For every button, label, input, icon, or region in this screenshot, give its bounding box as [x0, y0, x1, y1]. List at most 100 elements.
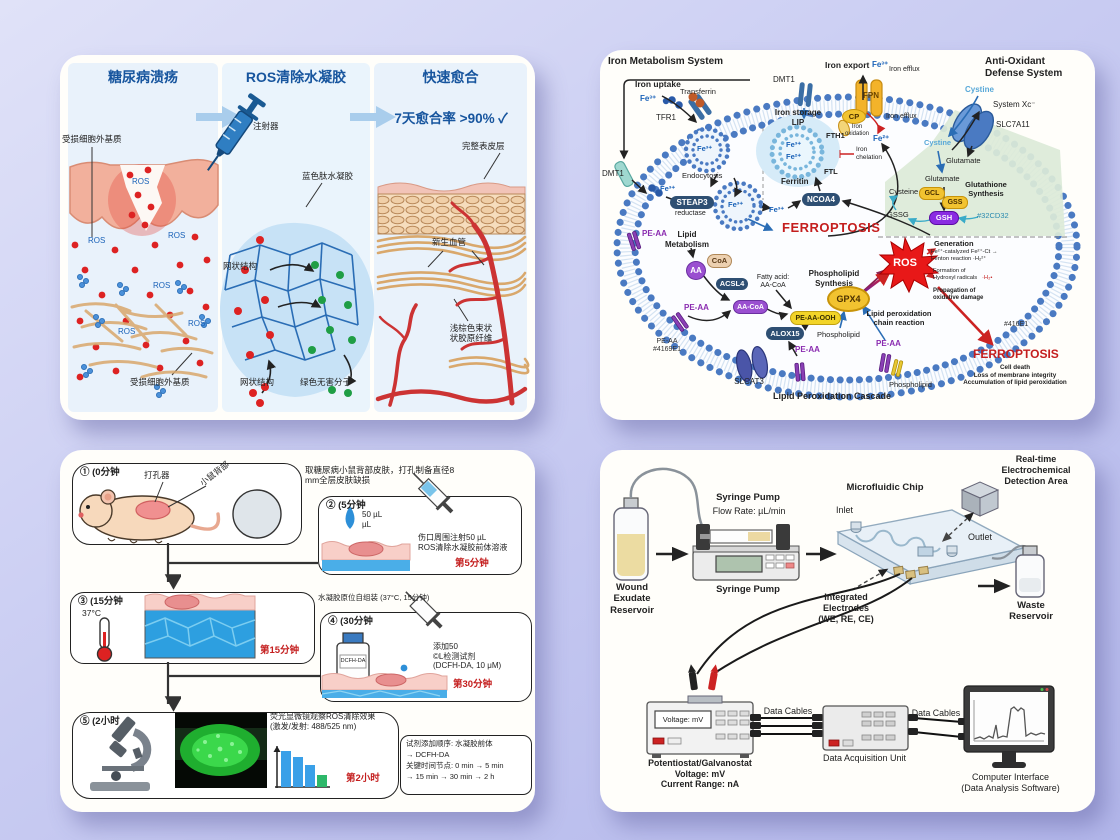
fe3-ferritin-label: Fe³⁺: [786, 140, 802, 149]
pe-aa-ooh-pill: PE-AA-OOH: [790, 311, 841, 325]
ftl-label: FTL: [824, 167, 838, 176]
hydrogel-label: 蓝色肽水凝胶: [302, 171, 354, 181]
step2-volume: 50 µL µL: [362, 510, 383, 529]
ferroptosis-art: [613, 74, 1081, 401]
mouse-icon: [78, 489, 221, 544]
step3-time: 第15分钟: [260, 645, 300, 656]
slcat3-channel-icon: [735, 346, 769, 382]
wound-reservoir-icon: [613, 497, 649, 581]
damaged-ecm-label-bottom: 受损细胞外基质: [130, 377, 190, 387]
cascade-label: Lipid Peroxidation Cascade: [772, 391, 892, 401]
fe3-endosome-label: Fe³⁺: [697, 144, 713, 153]
generation-label: Generation: [934, 239, 974, 248]
antioxidant-title: Anti-Oxidant Defense System: [985, 56, 1063, 79]
droplet-icon: [345, 506, 355, 529]
panel-experiment-timeline: ① (0分钟 打孔器 小鼠背部 取糖尿病小鼠背部皮肤，打孔制备直径8 mm全层皮…: [60, 450, 535, 812]
lipid-metabolism-label: Lipid Metabolism: [664, 230, 709, 249]
gssg-label: GSSG: [887, 210, 909, 219]
iron-storage-label: Iron storage LIP: [774, 108, 822, 127]
cystine-out-label: Cystine: [965, 85, 994, 94]
step1-title: ① (0分钟: [80, 467, 120, 478]
ncoa4-pill: NCOA4: [802, 193, 840, 206]
ros-label: ROS: [88, 236, 106, 245]
microfluidic-chip-label: Microfluidic Chip: [846, 482, 924, 493]
fth1-label: FTH1: [826, 131, 845, 140]
ros-label: ROS: [168, 231, 186, 240]
glutamate-label-2: Glutamate: [925, 174, 960, 183]
hydroxyl-label: Formation of Hydroxyl radicals: [933, 268, 978, 281]
collagen-label: 浅棕色束状 状胶原纤维: [449, 323, 493, 344]
step2-time: 第5分钟: [455, 558, 489, 569]
panel-a-header-3: 快速愈合: [422, 69, 479, 85]
fe3-export-label: Fe³⁺: [872, 60, 889, 69]
tubing: [629, 467, 710, 537]
fe3-label: Fe³⁺: [640, 94, 657, 103]
flow-arrow-icon: [196, 106, 396, 128]
fatty-acid-label: Fatty acid: AA-CoA: [756, 274, 790, 290]
slcat3-label: SLCAT3: [734, 377, 764, 386]
aa-coa-pill: AA-CoA: [733, 300, 768, 314]
gcl-pill: GCL: [919, 187, 945, 200]
phospholipid-label-1: Phospholipid: [817, 330, 860, 339]
iron-export-label: Iron export: [825, 60, 870, 70]
step4-title: ④ (30分钟: [328, 616, 373, 627]
ferroptosis-outcome-label: Cell death Loss of membrane integrity Ac…: [963, 364, 1067, 387]
step4-syringe-icon: [405, 591, 443, 629]
step3-temp: 37°C: [82, 608, 101, 618]
slc7a11-label: SLC7A11: [996, 120, 1030, 129]
voltage-display-label: Voltage: mV: [662, 715, 704, 724]
pe-aa-channel-icon: [626, 231, 892, 382]
daq-label: Data Acquisition Unit: [822, 753, 907, 763]
step3-desc: 水凝胶原位自组装 (37°C, 15分钟): [318, 593, 430, 602]
electrode-wires: [696, 573, 913, 675]
panel-a-header-2: ROS清除水凝胶: [245, 69, 347, 85]
ferritin-label: Ferritin: [781, 177, 809, 186]
steap3-pill: STEAP3: [670, 196, 714, 209]
fpn-label: FPN: [863, 91, 879, 100]
potentiostat-icon: [646, 664, 754, 758]
pe-aa-label-4: PE-AA: [876, 339, 901, 348]
fe3-free-label: Fe³⁺: [769, 205, 785, 214]
iron-efflux-label-2: Iron efflux: [886, 113, 917, 120]
detection-area-label: Real-time Electrochemical Detection Area: [1001, 454, 1071, 486]
step2-skin-icon: [321, 541, 411, 571]
healing-rate-label: 7天愈合率 >90% ✓: [394, 111, 508, 126]
detection-art: [613, 467, 1055, 768]
step1-desc: 取糖尿病小鼠背部皮肤，打孔制备直径8 mm全层皮肤缺损: [305, 465, 455, 486]
gss-pill: GSS: [942, 196, 968, 209]
panel-hydrogel-schematic: 糖尿病溃疡 ROS清除水凝胶 快速愈合 受损细胞外基质 ROS ROS ROS …: [60, 55, 535, 420]
ferroptosis-label-2: FERROPTOSIS: [973, 347, 1059, 361]
ros-label: ROS: [118, 327, 136, 336]
ros-starburst-icon: [878, 236, 940, 294]
iron-uptake-label: Iron uptake: [635, 79, 681, 89]
glutamate-label-1: Glutamate: [946, 156, 981, 165]
step4-time: 第30分钟: [453, 679, 493, 690]
thermometer-icon: [96, 617, 113, 662]
ferritin-icon: [756, 115, 840, 187]
system-xc-label: System Xc⁻: [993, 100, 1036, 109]
fe2-ferritin-label: Fe²⁺: [786, 152, 802, 161]
peptide-molecule-icon: [77, 274, 211, 398]
hydrogel-schematic-art: [68, 63, 530, 412]
dcfh-bottle-label: DCFH-DA: [340, 658, 366, 664]
ros-label: ROS: [132, 177, 150, 186]
detection-cube-icon: [960, 481, 1000, 517]
fpn-channel-icon: [838, 79, 883, 137]
blood-vessel-icon: [375, 201, 528, 407]
step4-desc: 添加50 ©L检测试剂 (DCFH-DA, 10 μM): [433, 642, 502, 671]
flow-rate-label: Flow Rate: µL/min: [712, 506, 786, 516]
inlet-label: Inlet: [836, 505, 854, 515]
iron-metabolism-title: Iron Metabolism System: [608, 56, 724, 67]
iron-efflux-label-1: Iron efflux: [889, 66, 920, 73]
cystine-in-label: Cystine: [924, 138, 952, 147]
hydroxyl-radical-label: ·H₂•: [982, 275, 993, 281]
iron-chelation-label: Iron chelation: [856, 146, 883, 161]
data-cables-icon-2: [908, 714, 968, 740]
timeline-art: [78, 473, 454, 791]
tfr1-label: TFR1: [656, 113, 676, 122]
network-label-top: 网状结构: [223, 261, 258, 271]
glutathione-zone: [885, 110, 1065, 236]
ros-label: ROS: [188, 319, 206, 328]
wound-reservoir-label: Wound Exudate Reservoir: [610, 582, 654, 616]
pe-aa-label-2: PE-AA: [684, 303, 709, 312]
